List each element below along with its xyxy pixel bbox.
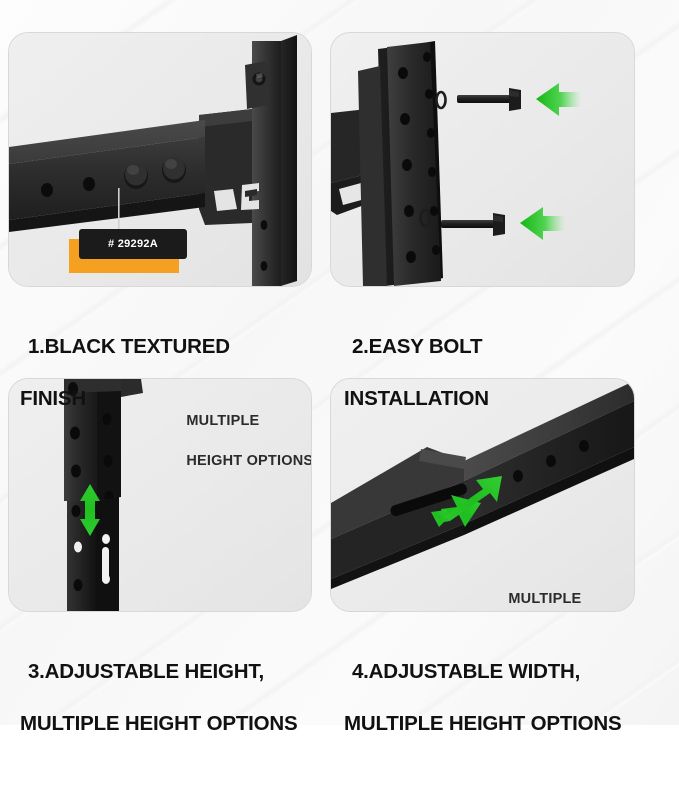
feature-panel-grid: # 29292A <box>6 32 660 735</box>
panel-3-note-line-2: HEIGHT OPTIONS <box>186 453 312 469</box>
badge-code-text: # 29292A <box>107 238 159 250</box>
panel-3-caption: 3.ADJUSTABLE HEIGHT, MULTIPLE HEIGHT OPT… <box>6 633 326 789</box>
adjustable-width-illustration <box>331 379 634 611</box>
panel-4-note-line-1: MULTIPLE <box>508 591 582 607</box>
badge-code-label: # 29292A <box>79 229 187 259</box>
panel-4-caption-line-2: MULTIPLE HEIGHT OPTIONS <box>344 712 622 735</box>
panel-1-caption: 1.BLACK TEXTURED FINISH <box>6 308 316 464</box>
panel-3-note-line-1: MULTIPLE <box>186 413 260 429</box>
panel-2-image <box>330 32 635 287</box>
panel-4-image: MULTIPLE HEIGHT OPTIONS <box>330 378 635 612</box>
panel-2-caption-line-2: INSTALLATION <box>344 387 489 410</box>
panel-1-image: # 29292A <box>8 32 312 287</box>
panel-3-note: MULTIPLE HEIGHT OPTIONS <box>161 391 312 491</box>
panel-3-caption-line-2: MULTIPLE HEIGHT OPTIONS <box>20 712 298 735</box>
panel-1-caption-line-2: FINISH <box>20 387 86 410</box>
panel-2-caption: 2.EASY BOLT INSTALLATION <box>330 308 660 464</box>
black-textured-finish-illustration <box>9 33 311 286</box>
material-code-badge: # 29292A <box>69 229 199 277</box>
panel-4-caption: 4.ADJUSTABLE WIDTH, MULTIPLE HEIGHT OPTI… <box>330 633 670 789</box>
panel-3-image: MULTIPLE HEIGHT OPTIONS <box>8 378 312 612</box>
adjustable-height-illustration <box>9 379 311 611</box>
panel-1-caption-line-1: 1.BLACK TEXTURED <box>27 335 230 358</box>
panel-4-note: MULTIPLE HEIGHT OPTIONS <box>483 569 634 611</box>
panel-4-caption-line-1: 4.ADJUSTABLE WIDTH, <box>351 660 581 683</box>
panel-3-caption-line-1: 3.ADJUSTABLE HEIGHT, <box>27 660 264 683</box>
panel-2-caption-line-1: 2.EASY BOLT <box>351 335 483 358</box>
easy-bolt-installation-illustration <box>331 33 634 286</box>
